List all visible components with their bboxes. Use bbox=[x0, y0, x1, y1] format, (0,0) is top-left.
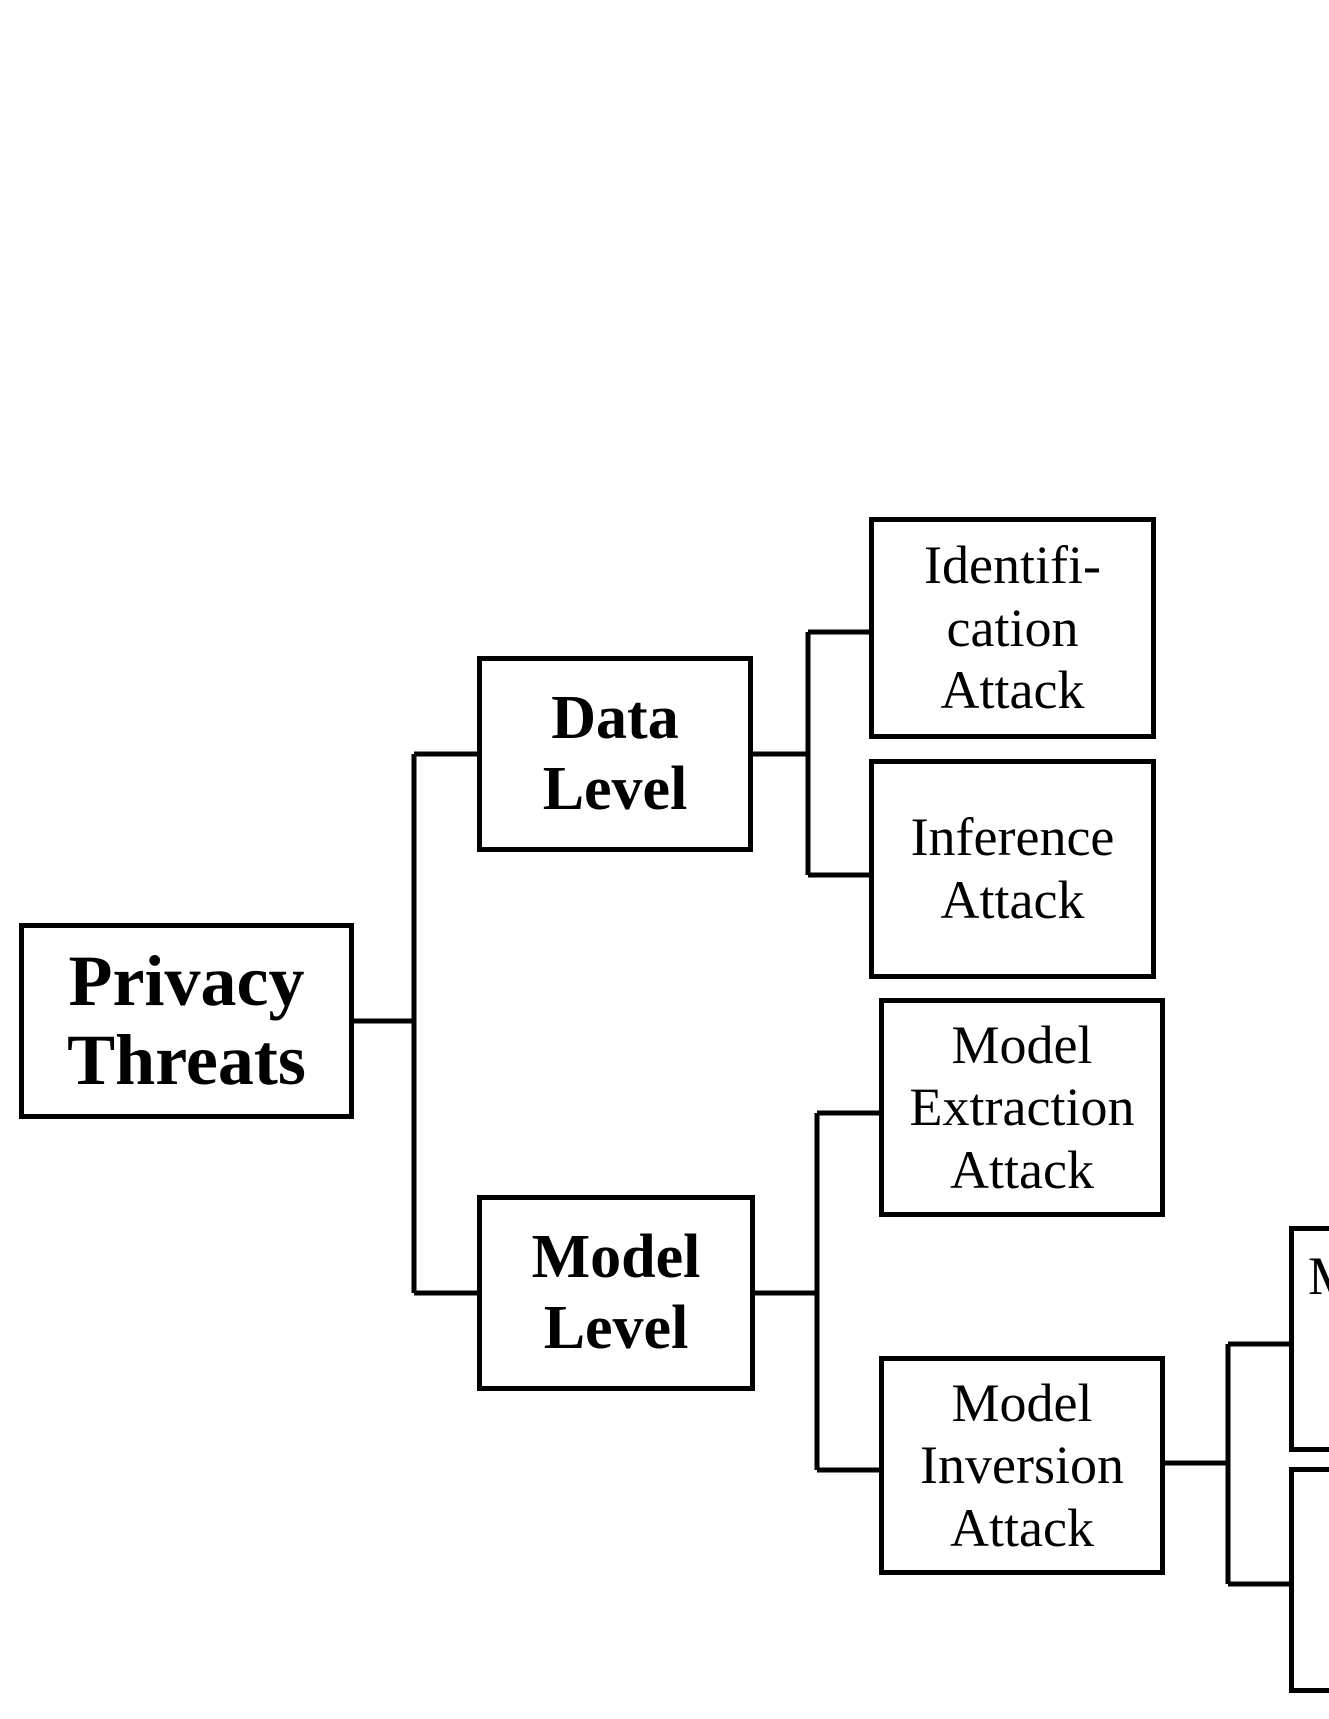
node-data-level-label: Data Level bbox=[542, 684, 688, 823]
node-identification-attack: Identifi- cation Attack bbox=[869, 517, 1156, 739]
node-identification-attack-label: Identifi- cation Attack bbox=[924, 535, 1101, 721]
node-cut-off-child-upper-label: M bbox=[1308, 1245, 1329, 1308]
node-data-level: Data Level bbox=[477, 656, 753, 852]
node-model-level: Model Level bbox=[477, 1195, 755, 1391]
edge-data-level-to-attacks bbox=[753, 629, 869, 878]
node-inference-attack-label: Inference Attack bbox=[910, 807, 1115, 930]
node-inference-attack: Inference Attack bbox=[869, 759, 1156, 979]
node-model-inversion-attack-label: Model Inversion Attack bbox=[920, 1372, 1124, 1558]
node-cut-off-child-upper: M bbox=[1289, 1226, 1329, 1452]
node-model-extraction-attack-label: Model Extraction Attack bbox=[909, 1014, 1135, 1200]
node-model-extraction-attack: Model Extraction Attack bbox=[879, 998, 1165, 1217]
node-model-level-label: Model Level bbox=[531, 1223, 701, 1362]
edge-model-inversion-to-children bbox=[1165, 1341, 1289, 1587]
node-privacy-threats: Privacy Threats bbox=[19, 923, 354, 1119]
node-model-inversion-attack: Model Inversion Attack bbox=[879, 1356, 1165, 1575]
node-cut-off-child-lower bbox=[1289, 1467, 1329, 1693]
edge-model-level-to-attacks bbox=[755, 1110, 879, 1473]
edge-root-to-levels bbox=[354, 751, 477, 1296]
node-privacy-threats-label: Privacy Threats bbox=[67, 940, 306, 1100]
